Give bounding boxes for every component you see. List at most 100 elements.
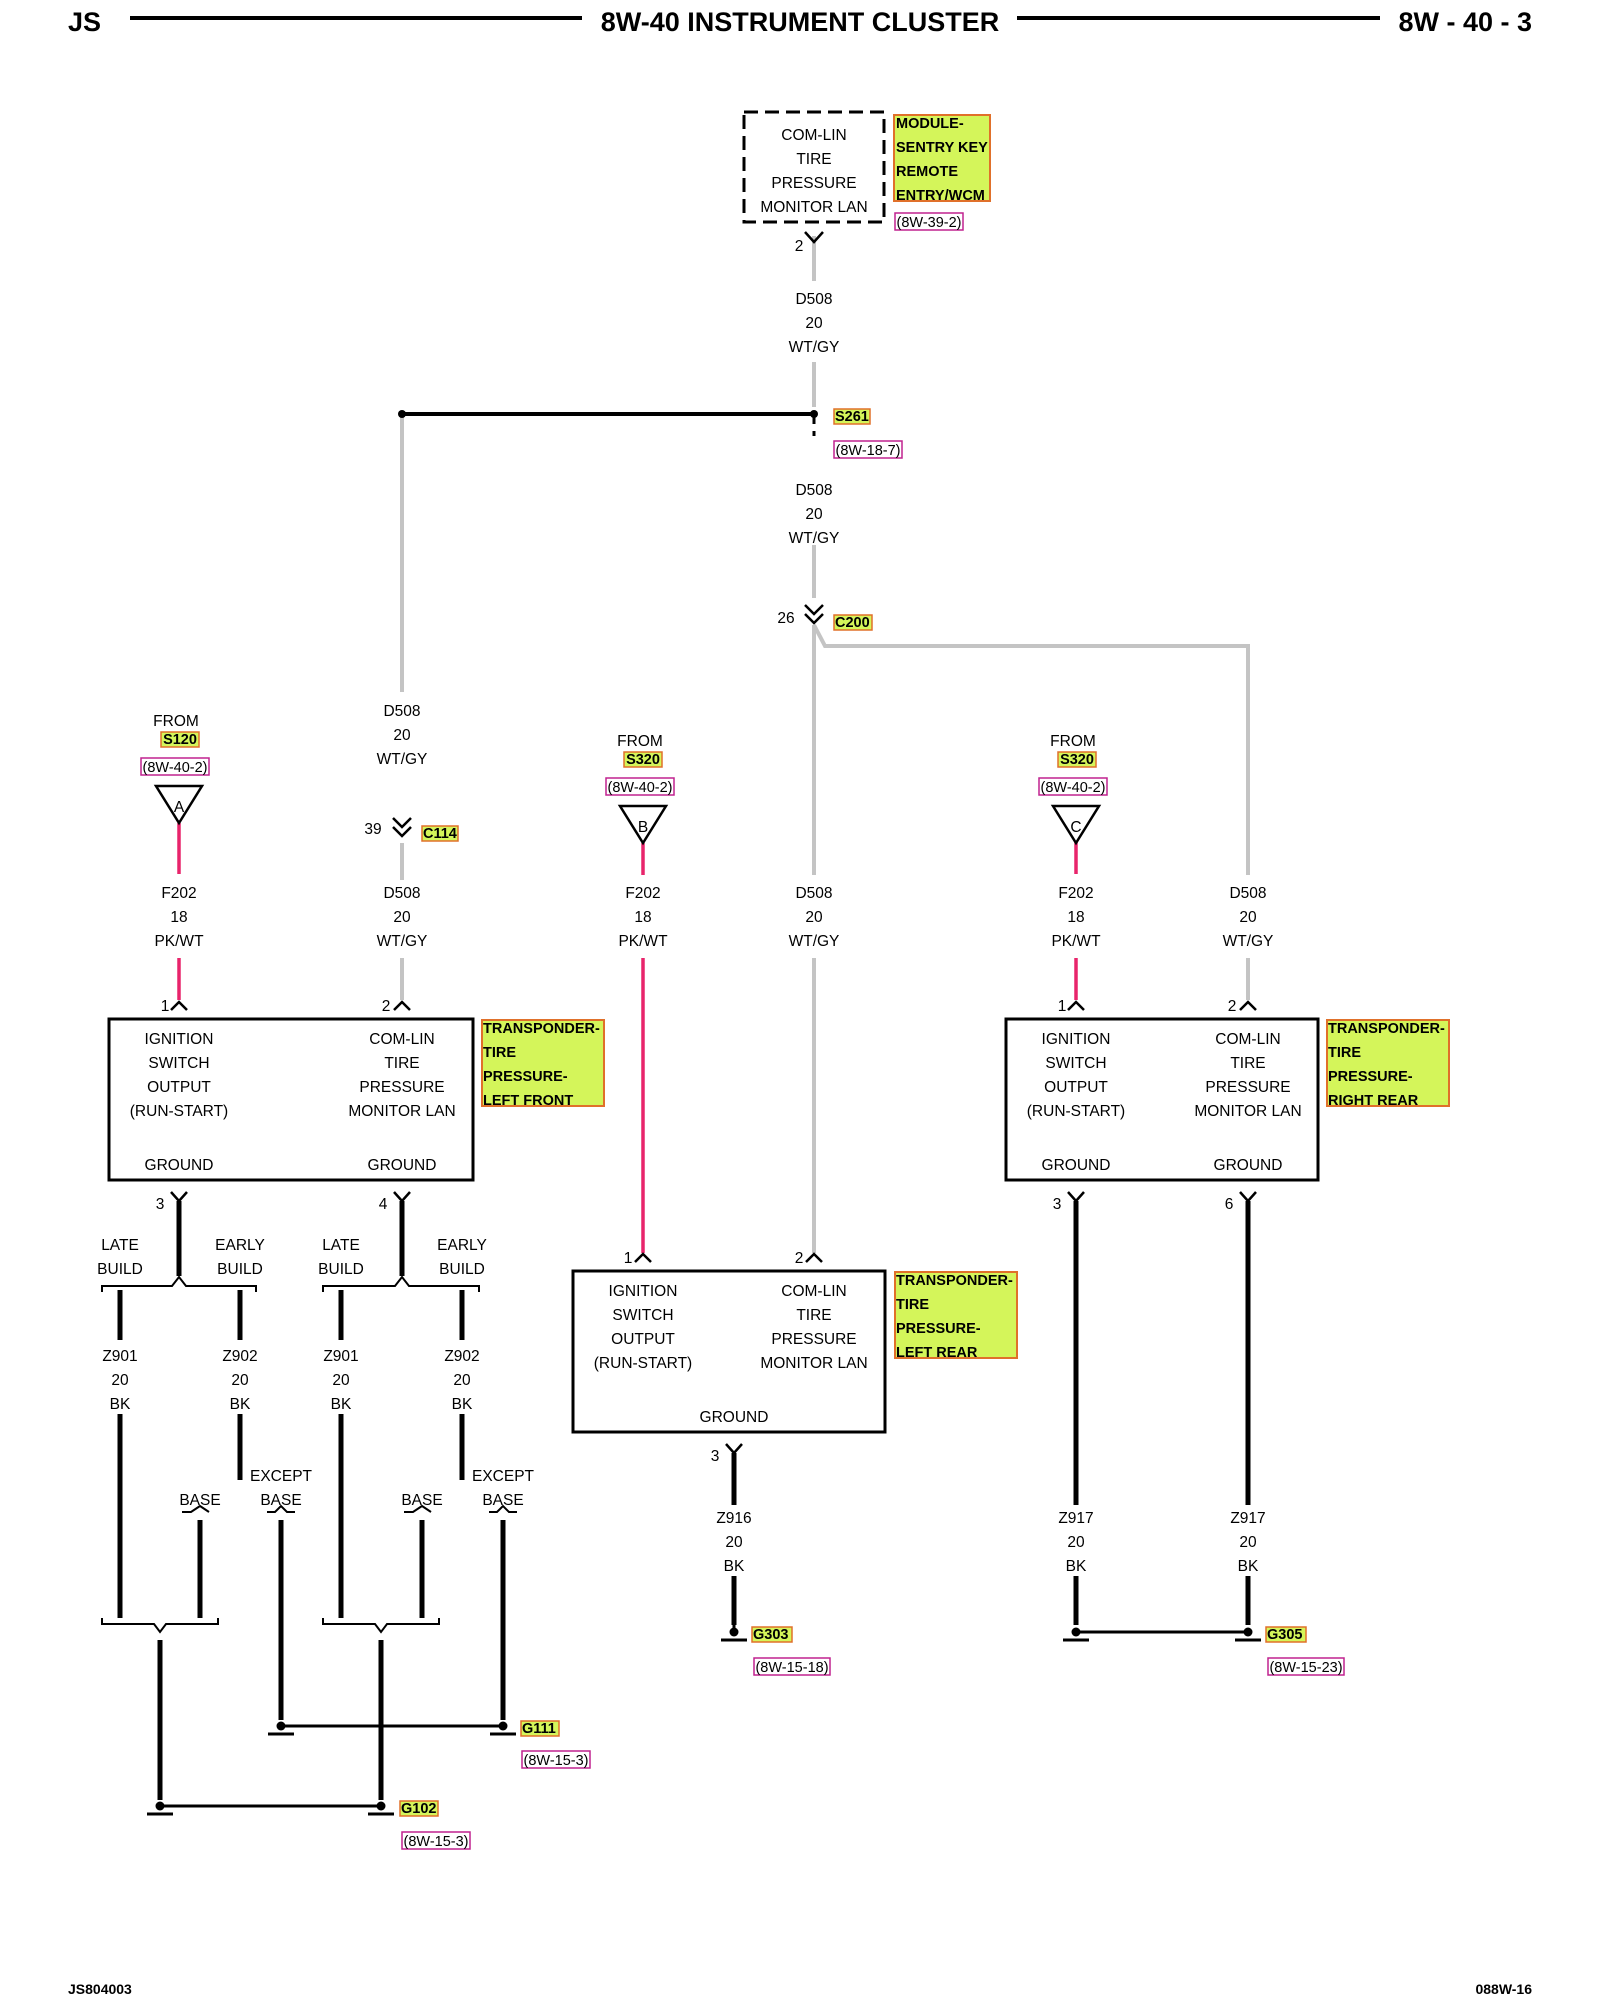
svg-text:G305: G305: [1267, 1627, 1302, 1643]
wire-label-left-upper: D508 20 WT/GY: [377, 703, 428, 768]
svg-text:2: 2: [1228, 998, 1237, 1015]
svg-text:D508: D508: [383, 885, 420, 902]
module-name: MODULE- SENTRY KEY REMOTE ENTRY/WCM: [896, 116, 988, 204]
svg-text:TRANSPONDER-: TRANSPONDER-: [483, 1021, 600, 1037]
page-code: JS: [68, 7, 101, 37]
svg-text:COM-LIN: COM-LIN: [781, 127, 846, 144]
ground-wire-label-z902-b: Z902 20 BK: [444, 1348, 479, 1413]
svg-text:20: 20: [805, 909, 823, 926]
svg-text:A: A: [174, 799, 185, 816]
svg-text:ENTRY/WCM: ENTRY/WCM: [896, 188, 985, 204]
svg-text:PK/WT: PK/WT: [618, 933, 668, 950]
svg-text:SENTRY KEY: SENTRY KEY: [896, 140, 988, 156]
svg-text:BK: BK: [1238, 1558, 1259, 1575]
svg-text:TIRE: TIRE: [1328, 1045, 1361, 1061]
splice-dot-left: [398, 410, 406, 418]
build-split-brackets: [101, 1275, 480, 1634]
svg-text:GROUND: GROUND: [1214, 1157, 1283, 1174]
ground-wire-label-z901-b: Z901 20 BK: [323, 1348, 358, 1413]
svg-text:1: 1: [1058, 998, 1067, 1015]
svg-text:PRESSURE-: PRESSURE-: [896, 1321, 981, 1337]
c200-name: C200: [835, 615, 870, 631]
svg-text:REMOTE: REMOTE: [896, 164, 958, 180]
feed-a-ref[interactable]: (8W-40-2): [143, 760, 208, 776]
sensor-left-front: 1 2 IGNITION SWITCH OUTPUT (RUN-START) C…: [107, 998, 605, 1213]
svg-text:PRESSURE-: PRESSURE-: [1328, 1069, 1413, 1085]
wire-label-d508-rr: D508 20 WT/GY: [1223, 885, 1274, 950]
svg-text:(RUN-START): (RUN-START): [594, 1355, 692, 1372]
svg-text:TRANSPONDER-: TRANSPONDER-: [1328, 1021, 1445, 1037]
svg-text:RIGHT REAR: RIGHT REAR: [1328, 1093, 1419, 1109]
build-labels: LATE BUILD EARLY BUILD LATE BUILD EARLY …: [97, 1237, 487, 1278]
svg-text:20: 20: [231, 1372, 249, 1389]
svg-text:TIRE: TIRE: [384, 1055, 419, 1072]
svg-text:Z901: Z901: [102, 1348, 137, 1365]
c200-pin: 26: [777, 610, 794, 627]
ground-g102-ref[interactable]: (8W-15-3): [404, 1834, 469, 1850]
svg-text:BUILD: BUILD: [439, 1261, 485, 1278]
svg-text:SWITCH: SWITCH: [1045, 1055, 1106, 1072]
svg-text:MONITOR LAN: MONITOR LAN: [348, 1103, 455, 1120]
wire-label-f202-a: F202 18 PK/WT: [154, 885, 204, 950]
c200-highlight: [833, 614, 873, 631]
svg-text:WT/GY: WT/GY: [789, 933, 840, 950]
svg-text:TIRE: TIRE: [483, 1045, 516, 1061]
c114-highlight: [421, 825, 459, 842]
svg-text:LATE: LATE: [101, 1237, 139, 1254]
svg-text:D508: D508: [795, 885, 832, 902]
ground-wire-label-z902-a: Z902 20 BK: [222, 1348, 257, 1413]
svg-text:EARLY: EARLY: [437, 1237, 487, 1254]
ground-g305: G305 (8W-15-23): [1063, 1626, 1345, 1676]
svg-text:20: 20: [393, 727, 411, 744]
svg-text:TRANSPONDER-: TRANSPONDER-: [896, 1273, 1013, 1289]
svg-text:LEFT REAR: LEFT REAR: [896, 1345, 978, 1361]
svg-text:1: 1: [624, 1250, 633, 1267]
svg-text:20: 20: [725, 1534, 743, 1551]
svg-text:18: 18: [170, 909, 187, 926]
ground-g102: G102 (8W-15-3): [147, 1800, 471, 1850]
svg-text:20: 20: [453, 1372, 471, 1389]
svg-text:1: 1: [161, 998, 170, 1015]
svg-text:BK: BK: [331, 1396, 352, 1413]
svg-text:WT/GY: WT/GY: [377, 933, 428, 950]
ground-g305-ref[interactable]: (8W-15-23): [1269, 1660, 1342, 1676]
svg-text:WT/GY: WT/GY: [377, 751, 428, 768]
feed-b-ref[interactable]: (8W-40-2): [608, 780, 673, 796]
svg-text:EXCEPT: EXCEPT: [472, 1468, 535, 1485]
svg-text:Z916: Z916: [716, 1510, 751, 1527]
svg-text:BASE: BASE: [260, 1492, 301, 1509]
svg-text:F202: F202: [1058, 885, 1093, 902]
svg-text:IGNITION: IGNITION: [1042, 1031, 1111, 1048]
svg-text:G303: G303: [753, 1627, 788, 1643]
feed-b-triangle: [617, 804, 669, 846]
svg-text:BASE: BASE: [179, 1492, 220, 1509]
svg-text:Z917: Z917: [1230, 1510, 1265, 1527]
connector-c200: [804, 604, 824, 625]
wire-label-d508-lr: D508 20 WT/GY: [789, 885, 840, 950]
svg-text:EXCEPT: EXCEPT: [250, 1468, 313, 1485]
diagram-code: JS804003: [68, 1981, 132, 1997]
svg-text:FROM: FROM: [617, 733, 663, 750]
ground-wire-label-z917-b: Z917 20 BK: [1230, 1510, 1265, 1575]
ground-g303-ref[interactable]: (8W-15-18): [755, 1660, 828, 1676]
svg-text:SWITCH: SWITCH: [612, 1307, 673, 1324]
svg-text:GROUND: GROUND: [145, 1157, 214, 1174]
feed-c-ref[interactable]: (8W-40-2): [1041, 780, 1106, 796]
svg-text:3: 3: [711, 1448, 720, 1465]
figure-code: 088W-16: [1475, 1981, 1532, 1997]
ground-g303: G303 (8W-15-18): [721, 1625, 831, 1676]
svg-text:B: B: [638, 819, 648, 836]
ground-g111-ref[interactable]: (8W-15-3): [524, 1753, 589, 1769]
svg-text:LEFT FRONT: LEFT FRONT: [483, 1093, 573, 1109]
svg-text:20: 20: [1239, 1534, 1257, 1551]
module-ref[interactable]: (8W-39-2): [897, 215, 962, 231]
ground-wire-label-z916: Z916 20 BK: [716, 1510, 751, 1575]
sensor-left-rear: 1 2 IGNITION SWITCH OUTPUT (RUN-START) C…: [571, 1250, 1018, 1465]
svg-text:LATE: LATE: [322, 1237, 360, 1254]
svg-text:COM-LIN: COM-LIN: [781, 1283, 846, 1300]
svg-text:D508: D508: [795, 291, 832, 308]
svg-text:Z917: Z917: [1058, 1510, 1093, 1527]
splice-s261-ref[interactable]: (8W-18-7): [836, 443, 901, 459]
svg-text:C: C: [1070, 819, 1081, 836]
